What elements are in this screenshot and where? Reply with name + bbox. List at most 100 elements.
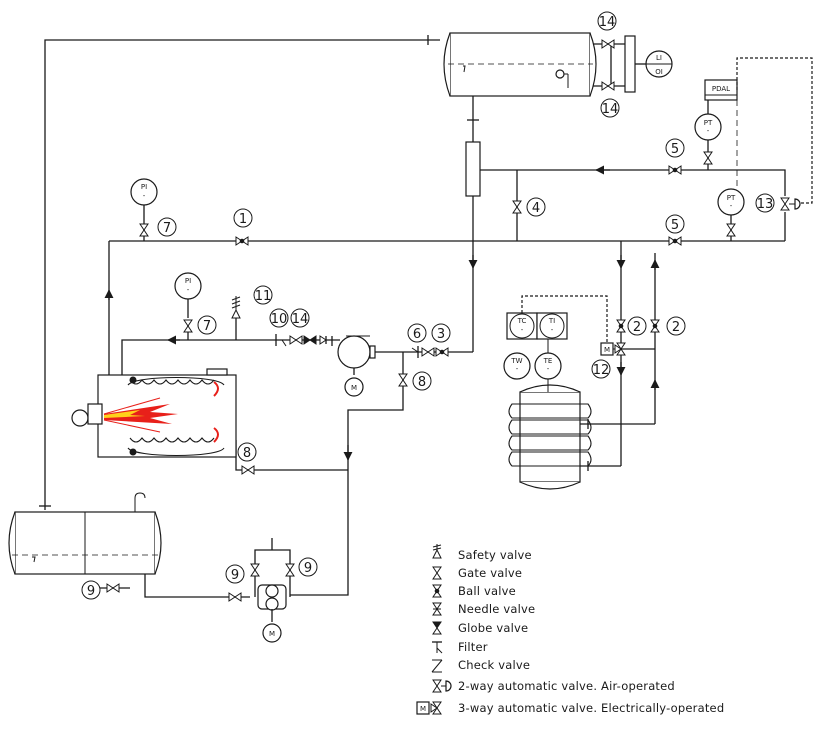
tag-14-top: 14 (597, 11, 617, 31)
check-valve-icon (431, 659, 443, 673)
legend-gate-valve: Gate valve (458, 566, 522, 580)
svg-text:TE: TE (543, 357, 553, 365)
svg-text:5: 5 (671, 142, 679, 157)
svg-text:2: 2 (672, 320, 680, 335)
tag-14-line: 14 (290, 308, 310, 328)
tag-7-left: 7 (157, 217, 177, 237)
legend-needle-valve: Needle valve (458, 602, 535, 616)
valve-5-lower (668, 236, 682, 246)
valve-9-drain (106, 583, 120, 593)
valve-8-upper (398, 373, 408, 387)
svg-text:9: 9 (87, 584, 95, 599)
globe-valve-icon (432, 621, 442, 635)
tag-12: 12 (591, 359, 611, 379)
check-valve-6 (411, 346, 419, 358)
svg-text:8: 8 (418, 375, 426, 390)
svg-text:1: 1 (239, 212, 247, 227)
three-way-valve-12: M (600, 342, 626, 356)
electric-3way-valve-icon: M (416, 701, 442, 715)
burner-flame (103, 397, 178, 433)
feed-pump: M (257, 584, 287, 643)
tag-bubbles: 14 14 5 5 13 4 7 1 11 10 14 7 6 3 8 8 2 … (81, 11, 775, 600)
safety-valve-icon (432, 544, 442, 559)
filter-column (465, 141, 481, 197)
svg-text:-: - (521, 326, 524, 334)
tw-well: TW - (503, 352, 531, 380)
tag-2-right: 2 (666, 316, 686, 336)
air-operated-valve-13 (780, 197, 801, 211)
tag-14-right: 14 (600, 98, 620, 118)
svg-text:-: - (730, 202, 733, 210)
svg-text:M: M (269, 630, 275, 638)
svg-text:TC: TC (517, 317, 527, 325)
svg-text:PT: PT (704, 119, 713, 127)
line-fittings (275, 334, 327, 347)
legend-air-valve: 2-way automatic valve. Air-operated (458, 679, 675, 693)
pdal-instrument: PDAL (704, 57, 813, 204)
svg-text:M: M (420, 705, 426, 713)
valve-3 (435, 347, 449, 357)
valve-9-suction (228, 592, 242, 602)
tag-6: 6 (407, 323, 427, 343)
svg-text:2: 2 (633, 320, 641, 335)
tag-11: 11 (253, 285, 273, 305)
svg-text:12: 12 (593, 363, 610, 378)
svg-text:M: M (604, 346, 610, 354)
consumer-vessel (508, 384, 592, 490)
expansion-vessel (443, 32, 636, 121)
svg-text:-: - (187, 286, 190, 294)
tag-9-drain: 9 (81, 580, 101, 600)
svg-text:PI: PI (185, 277, 191, 285)
tc-controller: TC - (506, 312, 538, 340)
svg-text:-: - (547, 365, 550, 373)
tag-9-left: 9 (225, 564, 245, 584)
tag-7-mid: 7 (197, 315, 217, 335)
svg-text:10: 10 (271, 312, 288, 327)
legend-safety-valve: Safety valve (458, 548, 532, 562)
ti-indicator: TI - (536, 312, 568, 340)
level-indicator: LI OI (635, 50, 673, 78)
coil-upper (129, 379, 219, 397)
svg-text:9: 9 (304, 561, 312, 576)
gate-valve-icon (432, 566, 442, 580)
circulation-pump: M (331, 335, 376, 397)
feed-tank (8, 492, 162, 575)
svg-text:14: 14 (599, 15, 616, 30)
svg-text:13: 13 (757, 197, 774, 212)
valve-4 (512, 200, 522, 214)
tag-8-lower: 8 (237, 442, 257, 462)
valve-5-upper (668, 165, 682, 175)
pi-mid: PI - (174, 272, 202, 333)
tag-10: 10 (269, 308, 289, 328)
valve-2-left (616, 319, 626, 333)
svg-text:3: 3 (437, 327, 445, 342)
svg-text:8: 8 (243, 446, 251, 461)
valve-1 (235, 236, 249, 246)
svg-text:7: 7 (203, 319, 211, 334)
pi-left: PI - (130, 178, 158, 237)
tag-3: 3 (431, 323, 451, 343)
pt-lower: PT - (717, 188, 745, 237)
legend-ball-valve: Ball valve (458, 584, 516, 598)
tag-8-upper: 8 (412, 371, 432, 391)
safety-valve-11 (231, 296, 241, 319)
oi-label: OI (655, 68, 663, 76)
flow-arrows (104, 165, 660, 461)
tag-4: 4 (526, 197, 546, 217)
tag-13: 13 (755, 193, 775, 213)
pt-upper: PT - (694, 100, 722, 165)
svg-text:PDAL: PDAL (712, 85, 730, 93)
tag-1: 1 (233, 208, 253, 228)
tag-5-lower: 5 (665, 214, 685, 234)
legend: Safety valve Gate valve Ball valve Needl… (416, 544, 724, 715)
svg-text:TI: TI (548, 317, 555, 325)
air-operated-2way-valve-icon (432, 679, 452, 693)
tag-5-upper: 5 (665, 138, 685, 158)
valve-9-left (250, 563, 260, 577)
svg-text:5: 5 (671, 218, 679, 233)
svg-text:4: 4 (532, 201, 540, 216)
legend-check-valve: Check valve (458, 658, 530, 672)
svg-text:PI: PI (141, 183, 147, 191)
svg-text:9: 9 (231, 568, 239, 583)
